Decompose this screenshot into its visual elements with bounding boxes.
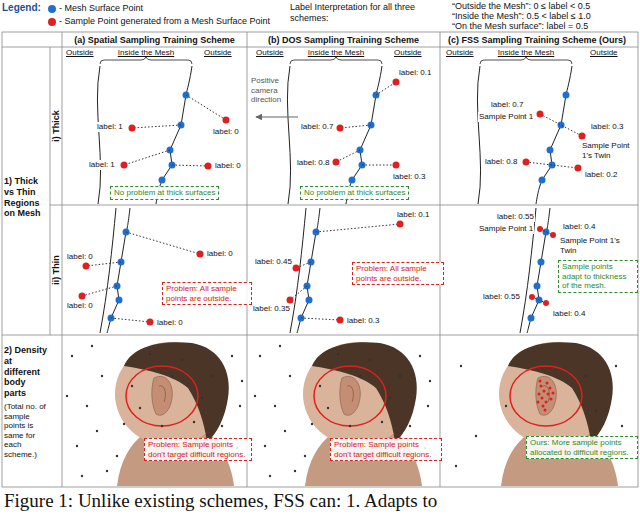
row-note: (Total no. of sample points is same for …: [4, 402, 48, 460]
region-label: Inside the Mesh: [480, 48, 572, 58]
legend-text: - Mesh Surface Point: [59, 3, 143, 14]
row-label: ii) Thin: [51, 255, 62, 285]
problem-note: Problem: All sample points are outside.: [162, 282, 252, 305]
region-label: Inside the Mesh: [100, 48, 192, 58]
region-label: Outside: [256, 48, 284, 58]
sample-name: Sample Point 1: [478, 112, 534, 122]
note-text: Problem: Sample points don't target diff…: [334, 440, 438, 459]
row-label: 1) Thick vs Thin Regions on Mesh: [4, 176, 48, 219]
region-label: Outside: [446, 48, 474, 58]
sample-label: label: 0.35: [252, 304, 291, 314]
sample-label: label: 0.7: [490, 100, 524, 110]
region-label: Outside: [590, 48, 618, 58]
note-box: No problem at thick surfaces: [110, 186, 219, 200]
figure-caption: Figure 1: Unlike existing schemes, FSS c…: [4, 490, 437, 513]
sample-label: label: 0.7: [300, 122, 334, 132]
sample-label: label: 0: [206, 249, 234, 259]
sample-name: Sample Point 1's Twin: [560, 236, 634, 255]
sample-label: label: 0.8: [484, 157, 518, 167]
note-box: No problem at thick surfaces: [300, 186, 409, 200]
problem-note: Problem: All sample points are outside.: [352, 262, 444, 285]
note-text: Problem: Sample points don't target diff…: [148, 440, 248, 459]
sample-label: label: 0: [66, 301, 94, 311]
label-rule: “Inside the Mesh”: 0.5 < label ≤ 1.0: [452, 11, 591, 22]
legend-swatch: [48, 5, 56, 13]
note-text: Problem: All sample points are outside.: [166, 284, 248, 303]
legend-swatch: [48, 18, 56, 26]
sample-label: label: 0: [156, 318, 184, 328]
sample-name: Sample Point 1: [478, 224, 534, 234]
sample-label: label: 0: [66, 252, 94, 262]
label-rule: “Outside the Mesh”: 0 ≤ label < 0.5: [452, 1, 590, 12]
sample-label: label: 0: [214, 161, 242, 171]
region-label: Inside the Mesh: [290, 48, 382, 58]
region-label: Outside: [204, 48, 232, 58]
note-text: Problem: All sample points are outside.: [356, 264, 440, 283]
sample-label: label: 0.2: [584, 170, 618, 180]
sample-label: label: 0.55: [496, 212, 535, 222]
row-label: 2) Density at different body parts: [4, 345, 48, 399]
problem-note: Problem: Sample points don't target diff…: [144, 438, 252, 461]
label-rule: “On the Mesh surface”: label = 0.5: [452, 21, 588, 32]
problem-note: Problem: Sample points don't target diff…: [330, 438, 442, 461]
sample-label: label: 1: [88, 160, 116, 170]
direction-label: Positive camera direction: [251, 76, 299, 105]
note-text: No problem at thick surfaces: [304, 188, 405, 198]
column-header: (c) FSS Sampling Training Scheme (Ours): [438, 35, 636, 46]
column-header: (a) Spatial Sampling Training Scheme: [62, 35, 247, 46]
legend-text: - Sample Point generated from a Mesh Sur…: [59, 16, 270, 27]
region-label: Outside: [394, 48, 422, 58]
sample-name: Sample Point 1's Twin: [582, 141, 636, 160]
sample-label: label: 0.45: [254, 257, 293, 267]
note-box: Ours: More sample points allocated to di…: [526, 436, 638, 459]
sample-label: label: 0.4: [562, 222, 596, 232]
sample-label: label: 0.3: [392, 172, 426, 182]
column-header: (b) DOS Sampling Training Scheme: [247, 35, 440, 46]
legend-heading: Legend:: [2, 2, 41, 14]
sample-label: label: 0.4: [552, 309, 586, 319]
sample-label: label: 0.1: [398, 68, 432, 78]
region-label: Outside: [66, 48, 94, 58]
note-text: Sample points adapt to thickness of the …: [562, 262, 634, 291]
note-box: Sample points adapt to thickness of the …: [558, 260, 638, 293]
sample-label: label: 0.3: [346, 316, 380, 326]
note-text: No problem at thick surfaces: [114, 188, 215, 198]
sample-label: label: 1: [96, 122, 124, 132]
sample-label: label: 0.8: [296, 158, 330, 168]
note-text: Ours: More sample points allocated to di…: [530, 438, 634, 457]
sample-label: label: 0.3: [590, 122, 624, 132]
sample-label: label: 0: [212, 127, 240, 137]
note-heading: Label Interpretation for all three schem…: [290, 2, 448, 24]
sample-label: label: 0.1: [396, 210, 430, 220]
sample-label: label: 0.55: [482, 292, 521, 302]
row-label: i) Thick: [51, 110, 62, 142]
